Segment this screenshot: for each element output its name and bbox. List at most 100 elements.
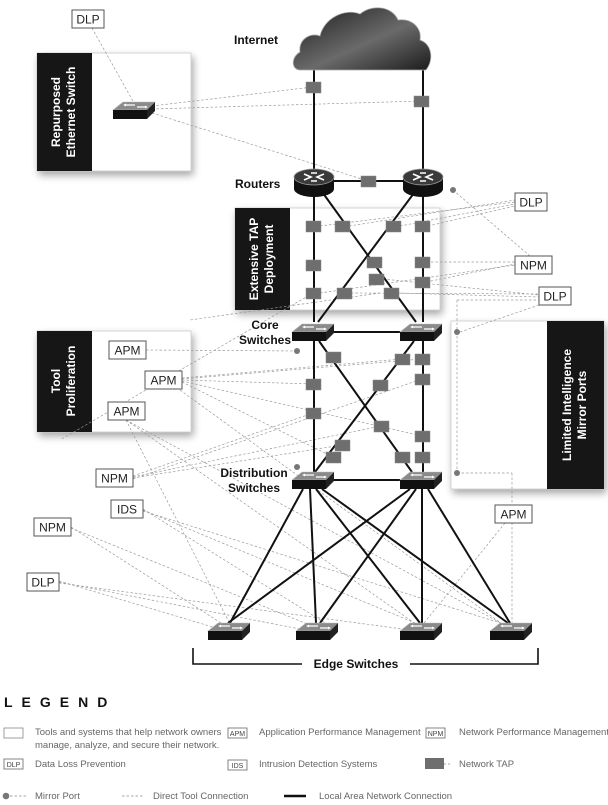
edge-bracket — [192, 648, 539, 665]
direct-tool-connection — [142, 508, 331, 627]
direct-tool-connection — [58, 582, 411, 631]
tool-box-label: APM — [114, 344, 140, 358]
direct-tool-connection — [427, 205, 516, 227]
router-right-icon[interactable] — [402, 168, 444, 198]
panel-title-limited-intelligence: Limited Intelligence — [560, 349, 574, 461]
direct-tool-connection — [181, 358, 423, 380]
legend-title: LEGEND — [4, 694, 116, 710]
tool-box-npm-left-2[interactable]: NPM — [33, 517, 72, 537]
mirror-ports — [294, 187, 460, 476]
edge-switch-3-icon[interactable] — [399, 622, 443, 641]
edge-switch-2-icon[interactable] — [295, 622, 339, 641]
network-tap — [414, 276, 431, 289]
legend-direct-text: Direct Tool Connection — [153, 791, 248, 802]
tool-box-label: NPM — [101, 472, 128, 486]
tool-box-label: APM — [500, 508, 526, 522]
legend: LEGEND Tools and systems that help netwo… — [2, 694, 608, 802]
tool-box-dlp-right-1[interactable]: DLP — [514, 192, 548, 212]
network-tap — [305, 220, 322, 233]
direct-tool-connection — [181, 379, 314, 385]
panel-repurposed-switch — [36, 52, 192, 172]
tool-box-label: DLP — [76, 13, 99, 27]
legend-dlp-abbr: DLP — [7, 762, 21, 769]
core-switch-left-icon[interactable] — [291, 323, 335, 342]
panel-limited-intelligence — [450, 320, 605, 490]
direct-tool-connection — [348, 199, 516, 227]
tool-box-apm-2[interactable]: APM — [144, 370, 183, 390]
distribution-switch-right-icon[interactable] — [399, 471, 443, 490]
tool-box-npm-left-1[interactable]: NPM — [95, 468, 134, 488]
core-switch-right-icon[interactable] — [399, 323, 443, 342]
tool-boxes: DLP DLP NPM DLP APM APM APM NPM IDS NPM DLP APM — [26, 9, 572, 592]
tool-box-apm-1[interactable]: APM — [108, 340, 147, 360]
lan-link — [321, 488, 509, 624]
direct-tool-connection — [142, 509, 421, 626]
core-label-line1: Core — [251, 318, 279, 332]
legend-tools-text-2: manage, analyze, and secure their networ… — [35, 740, 219, 751]
network-tap — [414, 353, 431, 366]
direct-tool-connection — [142, 510, 511, 627]
network-tap — [305, 81, 322, 94]
direct-tool-connection — [125, 419, 511, 629]
network-tap — [325, 351, 342, 364]
mirror-port — [454, 329, 460, 335]
tool-box-dlp-top-left[interactable]: DLP — [71, 9, 105, 29]
lan-link — [319, 488, 417, 624]
legend-apm-text: Application Performance Management — [259, 727, 421, 738]
direct-tool-connection — [452, 189, 531, 257]
tool-box-label: APM — [150, 374, 176, 388]
edge-switch-1-icon[interactable] — [207, 622, 251, 641]
network-tap — [334, 220, 351, 233]
direct-tool-connection — [151, 86, 314, 107]
direct-tool-connection — [125, 419, 233, 629]
tool-box-apm-right[interactable]: APM — [494, 504, 533, 524]
tool-box-npm-right[interactable]: NPM — [514, 255, 553, 275]
panel-title-repurposed: Repurposed — [49, 77, 63, 147]
legend-tap-swatch — [425, 758, 444, 769]
tool-box-label: NPM — [39, 521, 66, 535]
tool-box-ids[interactable]: IDS — [110, 499, 144, 519]
direct-tool-connection — [58, 581, 306, 631]
direct-tool-connection — [132, 412, 314, 477]
panel-title-extensive-tap: Extensive TAP — [247, 218, 261, 300]
network-tap — [394, 353, 411, 366]
legend-dlp-text: Data Loss Prevention — [35, 759, 126, 770]
distribution-label-line1: Distribution — [220, 466, 287, 480]
lan-connections — [227, 70, 511, 624]
network-tap — [414, 256, 431, 269]
network-tap — [366, 256, 383, 269]
direct-tool-connection — [132, 425, 382, 478]
direct-tool-connection — [151, 100, 422, 110]
router-left-icon[interactable] — [293, 168, 335, 198]
network-tap — [325, 451, 342, 464]
network-tap — [360, 175, 377, 188]
mirror-port — [294, 464, 300, 470]
tool-box-dlp-right-2[interactable]: DLP — [538, 286, 572, 306]
edge-switches-label: Edge Switches — [314, 657, 399, 671]
legend-ids-abbr: IDS — [232, 763, 244, 770]
lan-link — [317, 188, 418, 323]
internet-cloud-icon — [292, 7, 432, 71]
panel-subtitle-repurposed: Ethernet Switch — [64, 67, 78, 158]
legend-tap-text: Network TAP — [459, 759, 514, 770]
mirror-port — [454, 470, 460, 476]
legend-mirror-dot — [2, 792, 10, 800]
panel-subtitle-tool-proliferation: Proliferation — [64, 346, 78, 417]
core-label-line2: Switches — [239, 333, 291, 347]
tool-box-dlp-left[interactable]: DLP — [26, 572, 60, 592]
network-tap — [385, 220, 402, 233]
tool-box-apm-3[interactable]: APM — [107, 401, 146, 421]
legend-tools-text-1: Tools and systems that help network owne… — [35, 727, 222, 738]
tool-box-label: APM — [113, 405, 139, 419]
direct-tool-connection — [181, 358, 403, 379]
direct-tool-connection — [419, 522, 506, 629]
direct-tool-connection — [382, 278, 540, 296]
distribution-switch-left-icon[interactable] — [291, 471, 335, 490]
direct-tool-connection — [132, 378, 423, 480]
network-tap — [305, 259, 322, 272]
network-tap — [336, 287, 353, 300]
network-tap — [414, 373, 431, 386]
network-tap — [368, 273, 385, 286]
edge-switch-4-icon[interactable] — [489, 622, 533, 641]
direct-tool-connection — [425, 263, 516, 283]
